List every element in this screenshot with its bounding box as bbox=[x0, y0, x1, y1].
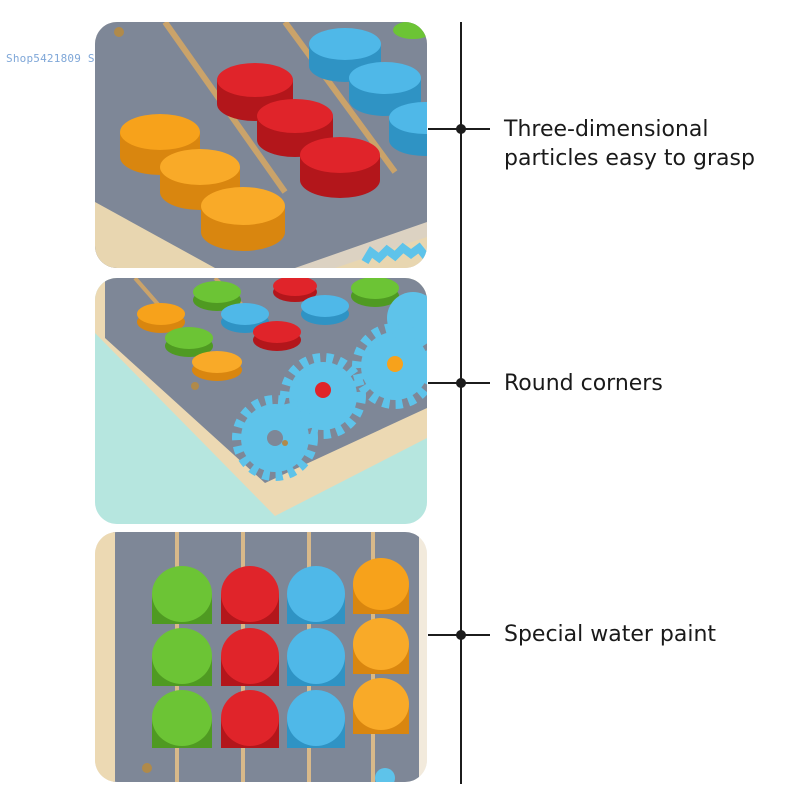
feature-label-line: particles easy to grasp bbox=[504, 146, 755, 171]
connector-dot-2 bbox=[456, 378, 466, 388]
feature-label-grasp: Three-dimensional particles easy to gras… bbox=[504, 115, 755, 173]
pegs-closeup-image bbox=[95, 22, 427, 268]
product-photo-board-gears bbox=[95, 278, 427, 524]
feature-label-line: Special water paint bbox=[504, 622, 717, 647]
timeline-line bbox=[460, 22, 462, 784]
feature-label-paint: Special water paint bbox=[504, 620, 716, 649]
store-watermark: Shop5421809 Store bbox=[6, 52, 122, 65]
front-view-image bbox=[95, 532, 427, 782]
feature-label-corners: Round corners bbox=[504, 369, 663, 398]
feature-label-line: Three-dimensional bbox=[504, 117, 709, 142]
product-photo-front-view bbox=[95, 532, 427, 782]
board-gears-image bbox=[95, 278, 427, 524]
product-photo-pegs-closeup bbox=[95, 22, 427, 268]
connector-dot-3 bbox=[456, 630, 466, 640]
connector-dot-1 bbox=[456, 124, 466, 134]
feature-label-line: Round corners bbox=[504, 371, 663, 396]
